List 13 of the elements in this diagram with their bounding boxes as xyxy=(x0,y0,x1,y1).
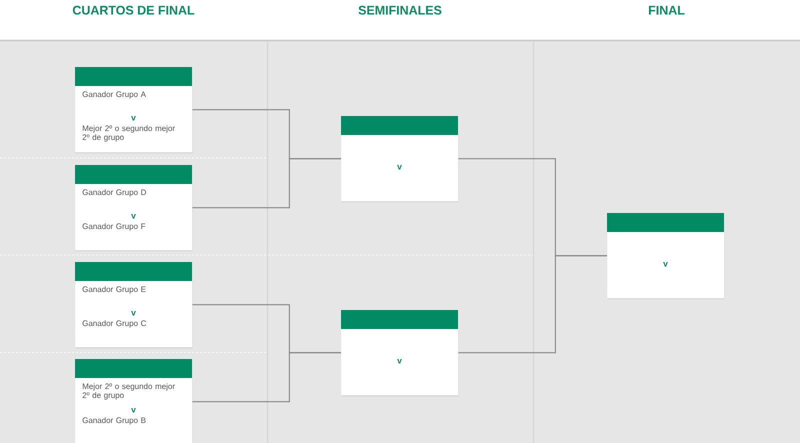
connector-line xyxy=(458,255,607,354)
column-heading: SEMIFINALES xyxy=(358,6,442,15)
versus-label: v xyxy=(131,311,136,316)
versus-label: v xyxy=(397,165,402,170)
connector-line xyxy=(192,352,341,402)
versus-label: v xyxy=(397,359,402,364)
column-heading: FINAL xyxy=(649,6,684,14)
versus-label: v xyxy=(131,408,136,412)
versus-label: v xyxy=(131,214,136,218)
versus-label: v xyxy=(131,116,136,120)
connector-line xyxy=(192,158,341,208)
column-heading: CUARTOS DE FINAL xyxy=(72,6,194,15)
versus-label: v xyxy=(663,262,668,266)
